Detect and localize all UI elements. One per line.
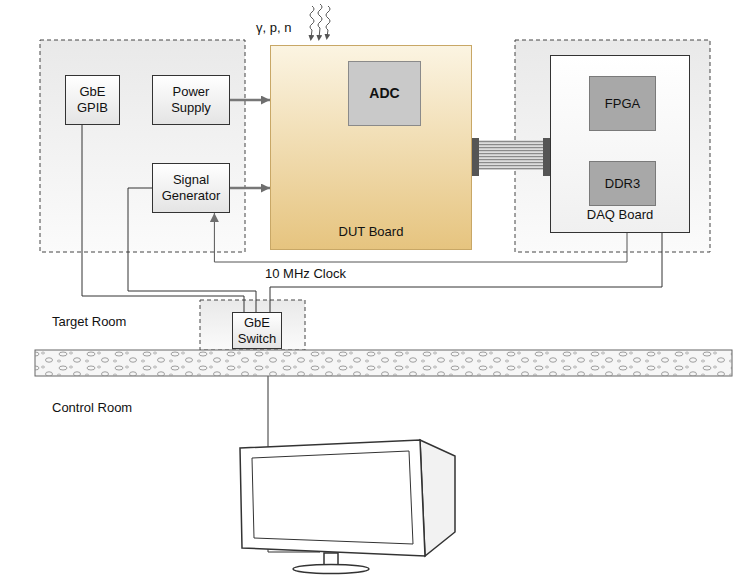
node-box: GbE GPIB xyxy=(65,75,120,125)
daq-group xyxy=(515,40,710,252)
node-label: FPGA xyxy=(605,96,640,112)
node-box: DDR3 xyxy=(589,161,656,206)
node-box: DUT Board ADC xyxy=(270,45,472,250)
ribbon-cable xyxy=(479,140,543,170)
ribbon-connector xyxy=(472,138,479,176)
edge-label: 10 MHz Clock xyxy=(265,266,346,281)
node-box: Signal Generator xyxy=(152,163,230,213)
node-label: DAQ Board xyxy=(587,207,653,223)
node-box: GbE Switch xyxy=(232,312,282,349)
node-label: GbE Switch xyxy=(237,315,277,346)
node-label: Power Supply xyxy=(157,84,225,115)
wall-band xyxy=(35,350,732,376)
node-label: DDR3 xyxy=(605,176,640,192)
node-box: DAQ Board FPGA DDR3 xyxy=(550,55,690,233)
node-label: ADC xyxy=(369,85,399,102)
node-box: FPGA xyxy=(589,76,656,131)
text-label: Target Room xyxy=(52,314,126,329)
connector xyxy=(82,125,244,312)
node-box: ADC xyxy=(348,61,421,126)
switch-group xyxy=(200,300,305,350)
text-label: Control Room xyxy=(52,400,132,415)
connector xyxy=(230,99,270,102)
node-label: DUT Board xyxy=(339,224,404,240)
computer-monitor xyxy=(240,440,455,574)
node-box: Power Supply xyxy=(152,75,230,125)
node-label: Signal Generator xyxy=(157,172,225,203)
ribbon-connector xyxy=(543,138,550,176)
radiation-waves xyxy=(310,4,330,38)
connector xyxy=(230,187,270,190)
wall-texture xyxy=(35,350,732,376)
node-label: GbE GPIB xyxy=(70,84,115,115)
text-label: γ, p, n xyxy=(256,20,291,35)
